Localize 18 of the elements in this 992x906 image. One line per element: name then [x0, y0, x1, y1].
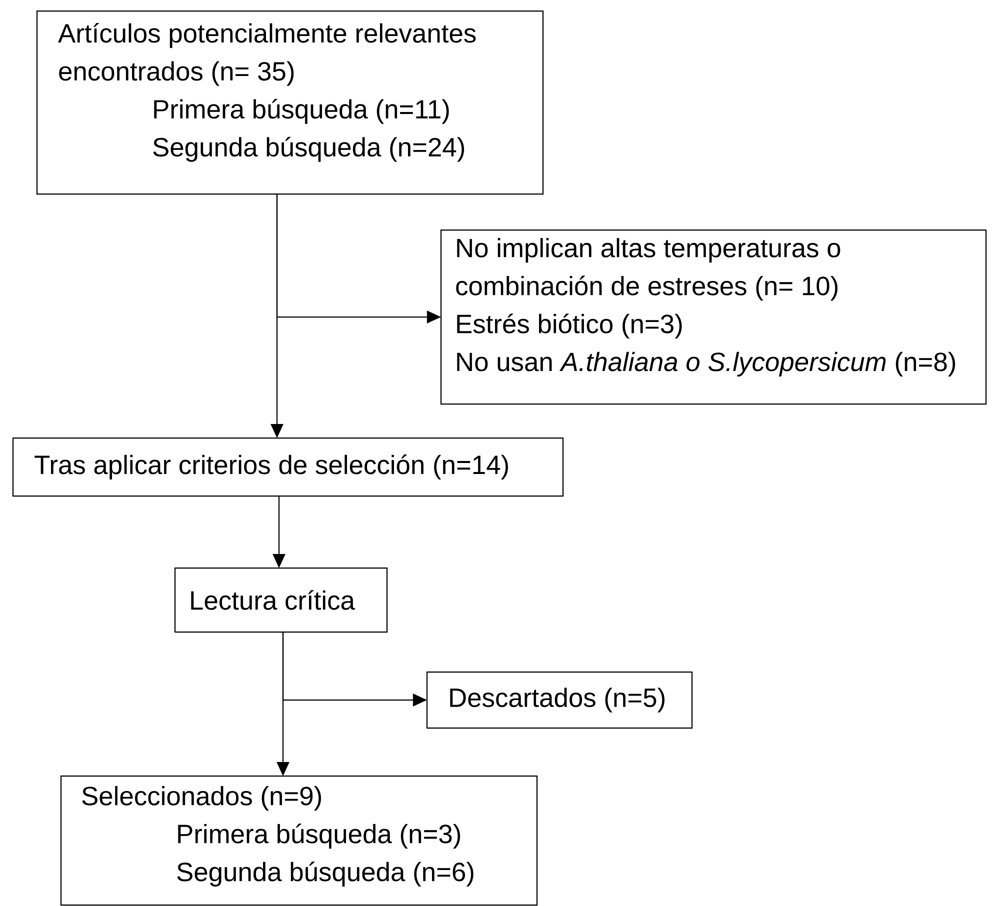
list-item: Primera búsqueda (n=3) [178, 824, 460, 849]
process-box [36, 10, 544, 195]
list-item: No usan A.thaliana o S.lycopersicum (n=8) [457, 352, 956, 377]
process-box [426, 671, 693, 729]
heading-text: No implican altas temperaturas o combinación de estreses (n= 10) [456, 238, 840, 301]
box-text: Lectura crítica [191, 590, 355, 610]
process-box [174, 567, 388, 633]
heading-text: Artículos potencialmente relevantes encontrados (n= 35) [58, 23, 476, 86]
process-box [12, 437, 564, 497]
process-box [60, 775, 538, 906]
list-item: Estrés biótico (n=3) [457, 314, 682, 339]
list-item: Segunda búsqueda (n=24) [153, 136, 464, 162]
list-item: Primera búsqueda (n=11) [154, 98, 449, 124]
heading-text: Seleccionados (n=9) [82, 786, 321, 811]
box-text: Descartados (n=5) [450, 688, 664, 712]
box-text: Tras aplicar criterios de selección (n=14) [34, 454, 508, 480]
process-box [440, 229, 987, 405]
list-item: Segunda búsqueda (n=6) [177, 862, 474, 887]
